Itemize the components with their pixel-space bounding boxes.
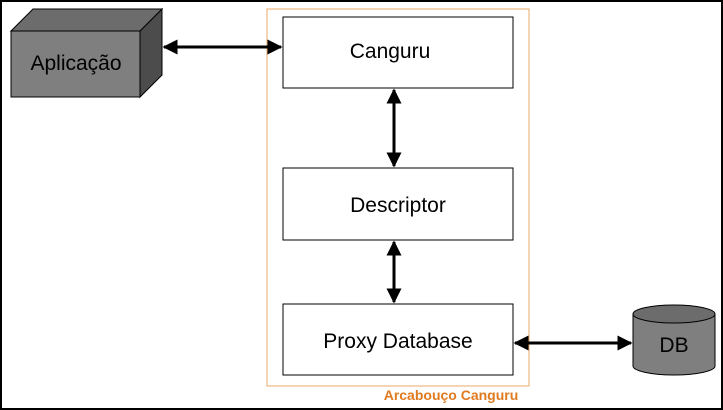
db-node: DB (632, 304, 716, 376)
canguru-node: Canguru (282, 16, 514, 89)
db-label: DB (659, 334, 688, 357)
descriptor-node: Descriptor (282, 167, 514, 241)
framework-container: Arcabouço Canguru (266, 8, 530, 403)
canguru-label: Canguru (350, 40, 431, 63)
proxy-database-node: Proxy Database (282, 303, 514, 376)
descriptor-label: Descriptor (350, 194, 446, 217)
application-label: Aplicação (30, 52, 121, 75)
proxy-database-label: Proxy Database (323, 330, 472, 353)
application-node: Aplicação (9, 7, 164, 99)
framework-label: Arcabouço Canguru (384, 387, 519, 403)
